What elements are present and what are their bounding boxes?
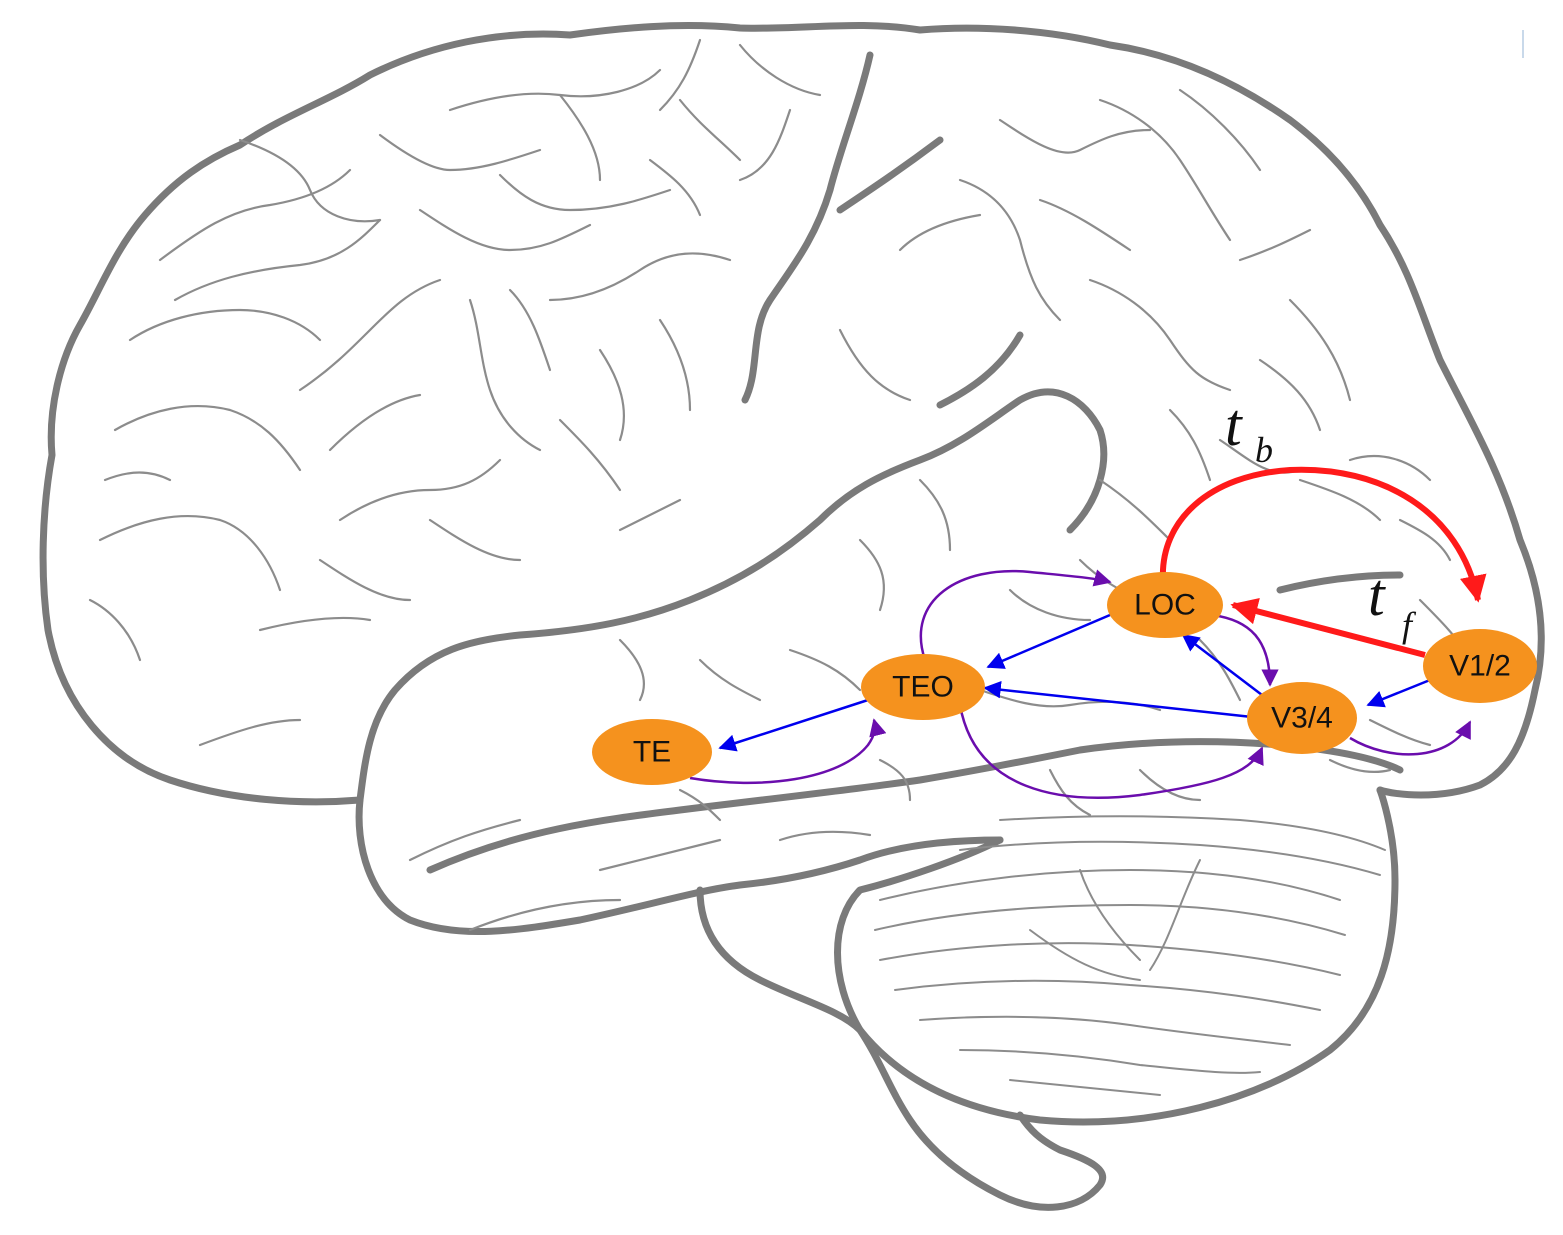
edge-v34-to-loc	[1181, 633, 1263, 696]
node-loc-shape	[1107, 572, 1223, 638]
node-te-label: TE	[633, 736, 671, 769]
node-teo: TEO	[861, 654, 985, 720]
node-te-shape	[592, 719, 712, 785]
connections	[689, 466, 1487, 799]
brainstem-outline	[696, 886, 1106, 1211]
occipital-sulcus-thick	[1276, 571, 1404, 594]
edge-v34-to-v12	[1349, 720, 1472, 756]
node-v34: V3/4	[1247, 682, 1357, 754]
cortex-sulci	[88, 38, 1472, 932]
node-loc: LOC	[1107, 572, 1223, 638]
node-teo-label: TEO	[892, 671, 954, 704]
edge-te-to-teo	[689, 718, 887, 785]
edge-loc-to-teo	[986, 613, 1111, 669]
node-v34-label: V3/4	[1271, 702, 1333, 735]
node-te: TE	[592, 719, 712, 785]
node-teo-shape	[861, 654, 985, 720]
cerebellum-outline	[834, 786, 1399, 1126]
time-label-forward-sub: f	[1402, 605, 1417, 645]
edge-v12-to-v34	[1366, 678, 1431, 708]
time-label-backward-main: t	[1225, 392, 1243, 458]
node-v12-shape	[1423, 629, 1537, 703]
central-sulcus	[741, 51, 874, 404]
time-label-backward-sub: b	[1255, 430, 1273, 470]
node-loc-label: LOC	[1134, 589, 1196, 622]
edge-loc-to-v12-timing	[1159, 466, 1487, 603]
sylvian-fissure	[356, 388, 1108, 804]
time-label-backward: t b	[1225, 392, 1273, 470]
edge-teo-to-loc	[919, 569, 1112, 661]
edge-v34-to-teo	[983, 681, 1253, 719]
cerebrum-outline	[39, 21, 1545, 806]
temporal-lobe-outline	[355, 796, 1004, 936]
time-label-forward-main: t	[1368, 562, 1386, 628]
node-v12-label: V1/2	[1449, 650, 1511, 683]
node-v34-shape	[1247, 682, 1357, 754]
edge-loc-to-v34	[1211, 613, 1279, 687]
edge-teo-to-v34	[958, 704, 1264, 799]
cerebellum-folia	[874, 815, 1386, 1096]
edge-v12-to-loc-timing	[1230, 598, 1426, 658]
edge-teo-to-te	[718, 698, 869, 752]
parieto-occipital-boundary	[936, 331, 1024, 409]
node-v12: V1/2	[1423, 629, 1537, 703]
frontal-sulcus-thick	[836, 136, 944, 214]
